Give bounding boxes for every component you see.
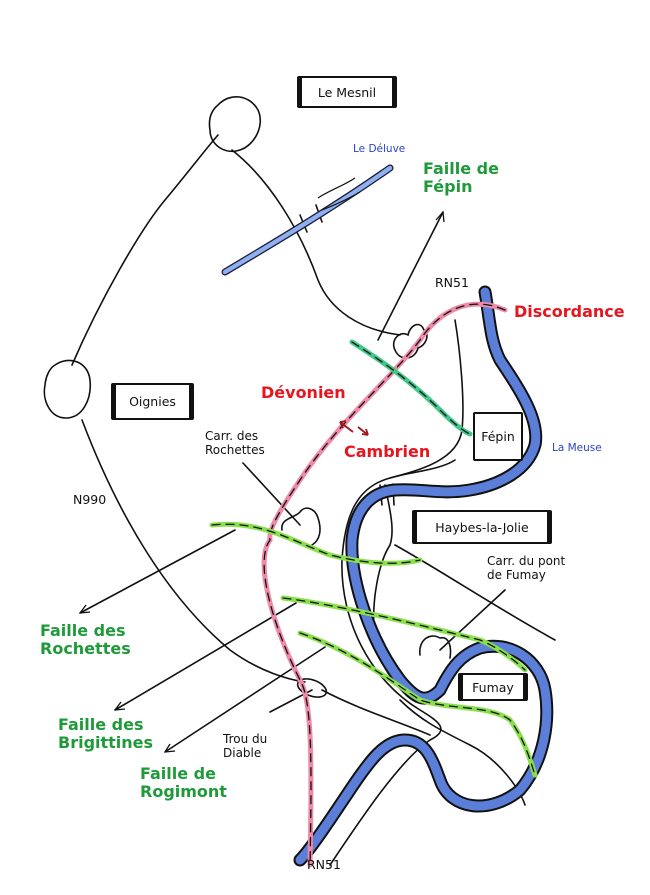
fault-line-rogimont bbox=[297, 630, 538, 778]
town-label-haybes: Haybes-la-Jolie bbox=[412, 510, 552, 544]
road-north-west bbox=[71, 134, 219, 366]
river-label-la-meuse: La Meuse bbox=[552, 442, 602, 454]
pointer-rogimont bbox=[164, 646, 326, 753]
road-n990 bbox=[81, 419, 306, 683]
road-rn51-inner bbox=[389, 459, 456, 479]
road-haybes-east bbox=[394, 544, 556, 641]
fault-line-rochettes bbox=[209, 521, 423, 566]
road-mesnil-fepin bbox=[231, 149, 401, 336]
road-label-n990: N990 bbox=[73, 492, 107, 507]
pointer-arrowheads bbox=[79, 211, 445, 753]
pointer-rochettes bbox=[79, 529, 236, 614]
geology-label-discordance: Discordance bbox=[514, 302, 625, 321]
river-label-le-deluve: Le Déluve bbox=[353, 143, 406, 155]
quarry-fepin bbox=[392, 323, 428, 359]
pointer-brigittines bbox=[114, 602, 297, 711]
pointer-carr-rochettes bbox=[242, 462, 301, 526]
pointer-fepin-fault bbox=[377, 211, 444, 341]
quarry-rochettes bbox=[281, 507, 321, 546]
town-label-fepin: Fépin bbox=[473, 412, 523, 461]
contact-arrows bbox=[339, 420, 369, 436]
town-label-oignies: Oignies bbox=[111, 383, 194, 420]
fault-label-rogimont: Faille de Rogimont bbox=[140, 764, 227, 802]
road-label-rn51-south: RN51 bbox=[307, 857, 341, 872]
quarry-pont-fumay bbox=[419, 635, 452, 659]
geology-label-devonien: Dévonien bbox=[261, 383, 346, 402]
town-label-le-mesnil: Le Mesnil bbox=[297, 76, 397, 108]
site-label-carr-rochettes: Carr. des Rochettes bbox=[205, 429, 265, 457]
pointer-carr-pont-fumay bbox=[439, 589, 506, 651]
geology-label-cambrien: Cambrien bbox=[344, 442, 431, 461]
town-label-fumay: Fumay bbox=[458, 673, 528, 701]
site-label-trou-diable: Trou du Diable bbox=[223, 732, 268, 760]
discordance-line bbox=[261, 301, 508, 868]
site-label-carr-pont-fumay: Carr. du pont de Fumay bbox=[487, 554, 566, 582]
fault-line-fepin bbox=[349, 339, 473, 437]
fault-label-rochettes: Faille des Rochettes bbox=[40, 621, 131, 659]
village-circle-le-mesnil bbox=[208, 96, 262, 152]
fault-label-fepin: Faille de Fépin bbox=[423, 159, 499, 197]
trou-du-diable-outline bbox=[296, 678, 328, 698]
village-circle-oignies bbox=[43, 359, 91, 419]
fault-label-brigittines: Faille des Brigittines bbox=[58, 715, 154, 753]
river-le-deluve bbox=[221, 164, 394, 276]
road-label-rn51-north: RN51 bbox=[435, 275, 469, 290]
fault-line-brigittines bbox=[280, 595, 528, 673]
river-la-meuse bbox=[293, 285, 554, 867]
road-to-south bbox=[321, 689, 431, 736]
